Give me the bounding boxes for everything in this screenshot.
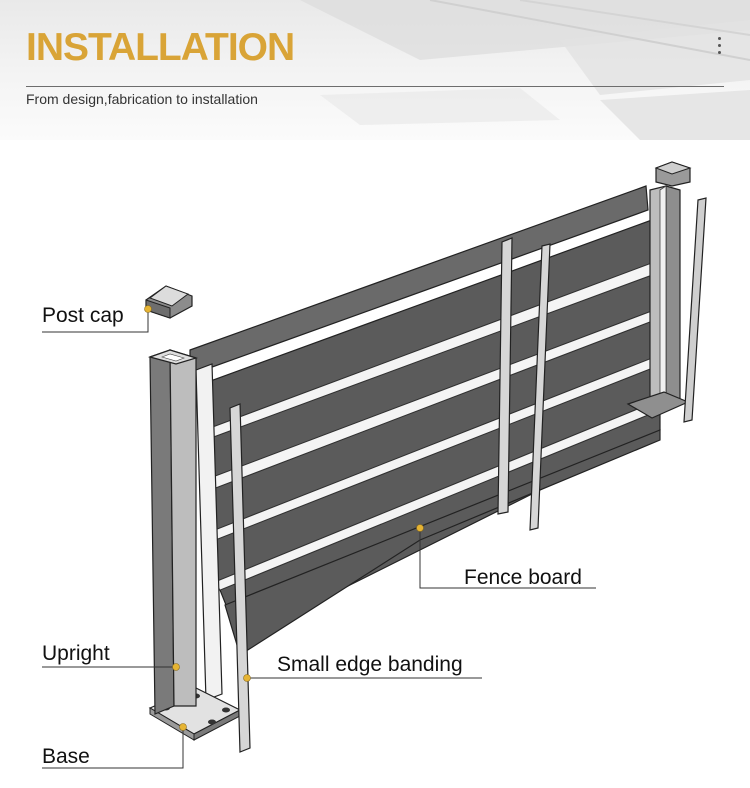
marker-dot <box>243 674 251 682</box>
edge-banding-middle <box>529 243 551 531</box>
marker-dots <box>144 305 424 731</box>
vertical-dots-icon[interactable] <box>717 37 723 55</box>
edge-banding-middle <box>497 237 513 515</box>
upright-banding <box>195 363 223 701</box>
label-upright: Upright <box>42 642 110 665</box>
edge-banding-left <box>229 403 251 753</box>
marker-dot <box>144 305 152 313</box>
left-upright <box>147 349 199 715</box>
marker-dot <box>179 723 187 731</box>
right-upright <box>626 185 690 419</box>
header-banner: INSTALLATION From design,fabrication to … <box>0 0 750 140</box>
page-title: INSTALLATION <box>26 26 295 69</box>
edge-banding-right <box>683 197 707 423</box>
ceiling-background <box>300 0 750 140</box>
label-post-cap: Post cap <box>42 304 124 327</box>
leader-lines <box>42 311 596 769</box>
marker-dot <box>172 663 180 671</box>
label-base: Base <box>42 745 90 768</box>
label-small-edge-banding: Small edge banding <box>277 653 463 676</box>
title-divider <box>26 86 724 87</box>
post-cap <box>145 285 193 319</box>
page-subtitle: From design,fabrication to installation <box>26 91 258 107</box>
leader-fence-board <box>419 530 596 589</box>
marker-dot <box>416 524 424 532</box>
leader-post-cap <box>42 311 149 333</box>
leader-base <box>42 727 184 769</box>
label-fence-board: Fence board <box>464 566 582 589</box>
right-post-cap <box>654 161 692 187</box>
